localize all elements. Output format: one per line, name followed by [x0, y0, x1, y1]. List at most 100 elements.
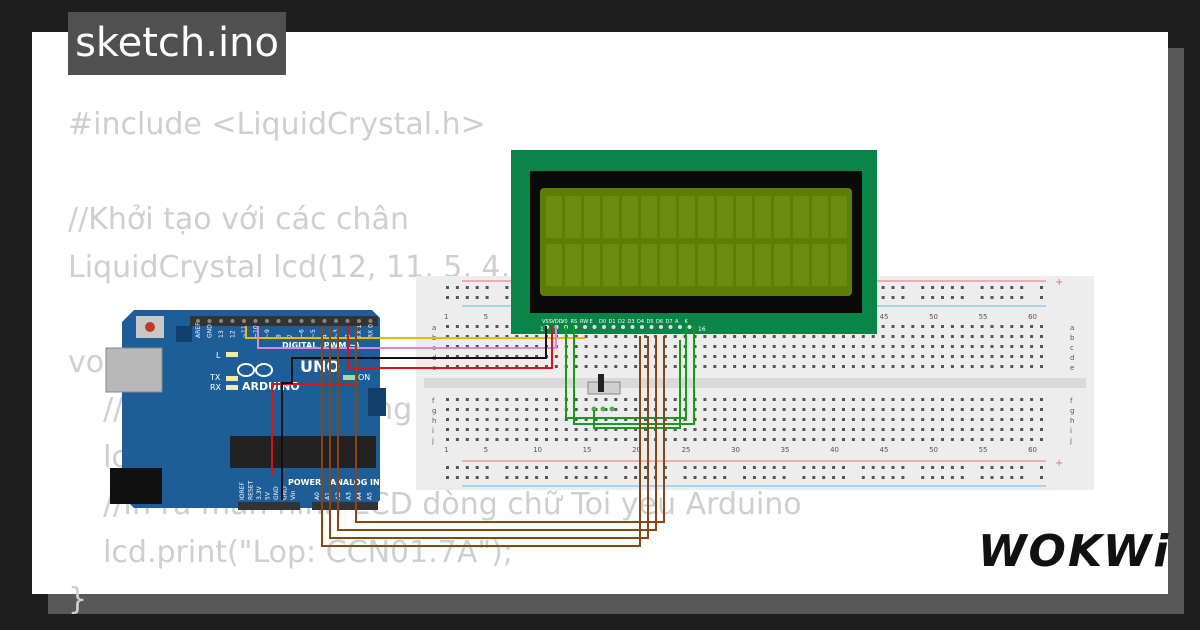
- led-l: [226, 352, 238, 357]
- lcd-char-cell: [831, 244, 847, 286]
- lcd-pin[interactable]: [592, 325, 597, 329]
- lcd-char-cell: [774, 244, 790, 286]
- digital-pin[interactable]: [322, 319, 327, 323]
- lcd-char-cell: [755, 244, 771, 286]
- digital-pin[interactable]: [299, 319, 304, 323]
- bb-col-number: 55: [979, 313, 988, 321]
- wire-brown-d6[interactable]: [337, 326, 657, 531]
- digital-pin-label: RX 0: [368, 324, 375, 338]
- arduino-uno[interactable]: L TX RX ON DIGITAL (PWM ~) ARDUINO UNO P…: [105, 310, 386, 510]
- digital-pin[interactable]: [242, 319, 246, 323]
- lcd-pin-label: A: [675, 319, 679, 325]
- lcd-pin-label: D7: [666, 319, 673, 325]
- wire-brown-d7[interactable]: [355, 326, 665, 523]
- lcd-char-cell: [679, 244, 695, 286]
- lcd-char-cell: [717, 196, 733, 238]
- digital-pin-label: 12: [230, 330, 237, 338]
- power-pin-label: IOREF: [239, 482, 246, 500]
- bb-col-number: 40: [830, 446, 839, 454]
- lcd-char-cell: [793, 244, 809, 286]
- digital-pin[interactable]: [288, 319, 292, 323]
- digital-pin[interactable]: [230, 319, 235, 323]
- lcd-char-cell: [584, 244, 600, 286]
- pot-pin-1: [591, 406, 597, 412]
- lcd-char-cell: [698, 244, 714, 286]
- lcd-pin[interactable]: [640, 325, 644, 329]
- lcd-pin[interactable]: [621, 325, 625, 329]
- bb-col-number: 50: [929, 446, 938, 454]
- lcd-pin[interactable]: [668, 325, 673, 329]
- digital-pin-label: 13: [218, 330, 225, 338]
- bb-col-number: 55: [979, 446, 988, 454]
- digital-pin[interactable]: [368, 319, 373, 323]
- lcd-pin[interactable]: [630, 325, 635, 329]
- bb-col-number: 10: [533, 446, 542, 454]
- digital-pin[interactable]: [196, 319, 200, 323]
- digital-pin[interactable]: [345, 319, 350, 323]
- bb-row-label: i: [432, 427, 434, 435]
- wire-brown-d5[interactable]: [329, 326, 649, 539]
- lcd-char-cell: [622, 196, 638, 238]
- power-pin-label: Vin: [290, 490, 297, 500]
- power-header: [238, 502, 300, 510]
- digital-pin-label: ~5: [310, 329, 317, 338]
- bb-row-label: j: [431, 437, 434, 445]
- led-l-label: L: [216, 351, 221, 360]
- lcd-pin-label: D5: [647, 319, 654, 325]
- power-pin-label: 5V: [265, 491, 272, 500]
- wires: [245, 326, 695, 547]
- lcd-pin[interactable]: [611, 325, 616, 329]
- digital-pin-label: ~9: [264, 329, 271, 338]
- wire-yellow[interactable]: [245, 326, 585, 339]
- digital-pin[interactable]: [253, 319, 258, 323]
- digital-pin[interactable]: [207, 319, 212, 323]
- wire-pink[interactable]: [257, 326, 557, 349]
- potentiometer-knob[interactable]: [598, 374, 604, 392]
- lcd-pin[interactable]: [659, 325, 663, 329]
- digital-pin[interactable]: [311, 319, 315, 323]
- file-tab[interactable]: sketch.ino: [68, 12, 286, 75]
- bb-col-number: 25: [682, 446, 691, 454]
- digital-pin[interactable]: [357, 319, 361, 323]
- wire-black-gnd[interactable]: [281, 326, 547, 500]
- bb-col-number: 35: [781, 446, 790, 454]
- power-pin-label: 3.3V: [256, 485, 263, 500]
- wire-green-a[interactable]: [573, 326, 695, 425]
- wire-red-5v[interactable]: [271, 383, 356, 476]
- digital-pin[interactable]: [219, 319, 223, 323]
- digital-pin[interactable]: [276, 319, 281, 323]
- icsp-header-2: [368, 388, 386, 416]
- digital-pin-label: GND: [207, 324, 214, 338]
- digital-pin[interactable]: [334, 319, 338, 323]
- wire-red-vdd[interactable]: [347, 326, 553, 369]
- lcd-pin-label: RS: [571, 319, 578, 325]
- bb-row-label: g: [1070, 407, 1074, 415]
- digital-pin-label: 4: [322, 334, 329, 338]
- potentiometer[interactable]: [587, 374, 621, 412]
- bb-row-label: b: [1070, 334, 1075, 342]
- digital-pin[interactable]: [265, 319, 269, 323]
- bb-row-label: j: [1069, 437, 1072, 445]
- lcd-pin[interactable]: [583, 325, 587, 329]
- bb-col-number: 60: [1028, 313, 1037, 321]
- bb-row-label: d: [1070, 354, 1074, 362]
- lcd-pin[interactable]: [678, 325, 682, 329]
- lcd-pin[interactable]: [602, 325, 606, 329]
- digital-pin-label: 7: [287, 334, 294, 338]
- reset-button[interactable]: [145, 322, 155, 332]
- lcd-pin-label: VSS: [542, 319, 552, 325]
- led-tx: [226, 376, 238, 381]
- breadboard-channel: [424, 378, 1086, 388]
- digital-pin-label: ~6: [299, 329, 306, 338]
- wire-brown-d4[interactable]: [321, 326, 641, 547]
- wire-green-pot[interactable]: [593, 340, 681, 429]
- lcd-pin[interactable]: [687, 325, 692, 329]
- pot-pin-2: [600, 406, 606, 412]
- digital-label: DIGITAL (PWM ~): [282, 341, 360, 350]
- wire-green-k[interactable]: [565, 326, 687, 419]
- bb-col-number: 5: [484, 313, 488, 321]
- lcd-pin[interactable]: [649, 325, 654, 329]
- wokwi-logo: WOKWi: [978, 526, 1171, 577]
- lcd-char-cell: [736, 196, 752, 238]
